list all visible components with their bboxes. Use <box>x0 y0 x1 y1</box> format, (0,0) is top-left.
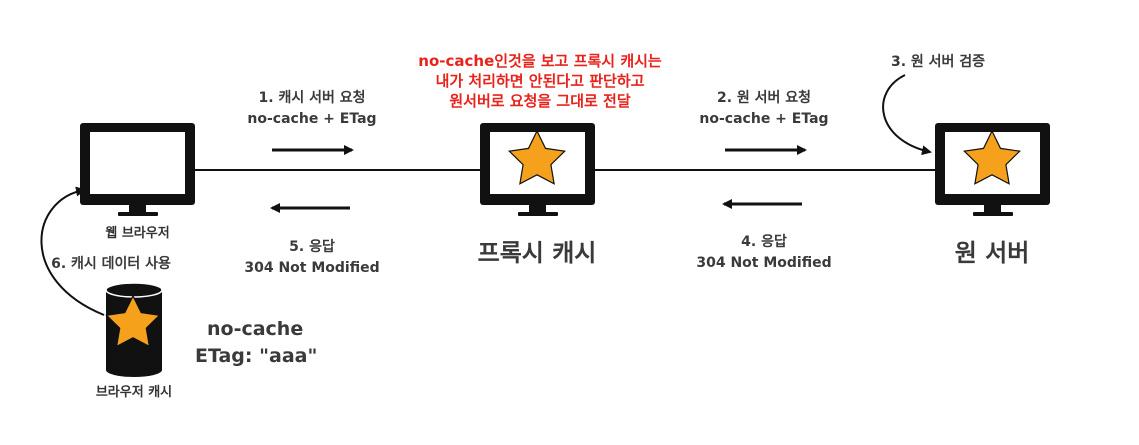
step-2-label: 2. 원 서버 요청 no-cache + ETag <box>684 88 844 130</box>
proxy-label: 프록시 캐시 <box>477 239 597 267</box>
note-line: 원서버로 요청을 그대로 전달 <box>449 92 631 110</box>
star-icon <box>508 129 566 185</box>
step-5-label: 5. 응답 304 Not Modified <box>232 237 392 279</box>
step-detail: 304 Not Modified <box>244 260 380 276</box>
proxy-monitor-icon <box>480 123 595 216</box>
step-detail: no-cache + ETag <box>699 111 829 127</box>
step-1-label: 1. 캐시 서버 요청 no-cache + ETag <box>232 88 392 130</box>
step-title: 4. 응답 <box>741 234 787 250</box>
cache-headers: no-cache ETag: "aaa" <box>195 316 317 370</box>
step-title: 2. 원 서버 요청 <box>716 90 812 106</box>
origin-label: 원 서버 <box>954 239 1030 267</box>
step-title: 1. 캐시 서버 요청 <box>258 90 366 106</box>
step-title: 6. 캐시 데이터 사용 <box>51 256 171 272</box>
star-icon <box>105 294 161 348</box>
step-detail: 304 Not Modified <box>696 255 832 271</box>
arrow-6-use-cache <box>40 186 105 316</box>
step-4-label: 4. 응답 304 Not Modified <box>684 232 844 274</box>
origin-monitor-icon <box>935 123 1050 216</box>
browser-cache-label: 브라우저 캐시 <box>95 385 173 400</box>
step-detail: no-cache + ETag <box>247 111 377 127</box>
step-title: 5. 응답 <box>289 239 335 255</box>
etag-value: ETag: "aaa" <box>195 345 318 367</box>
arrow-3-validate <box>882 74 932 156</box>
step-3-label: 3. 원 서버 검증 <box>878 52 998 73</box>
step-6-label: 6. 캐시 데이터 사용 <box>36 254 186 275</box>
note-line: no-cache인것을 보고 프록시 캐시는 <box>418 52 662 70</box>
browser-cache-cylinder-icon <box>105 282 163 377</box>
browser-monitor-icon <box>80 123 195 216</box>
proxy-note: no-cache인것을 보고 프록시 캐시는 내가 처리하면 안된다고 판단하고… <box>395 51 685 111</box>
cache-control-value: no-cache <box>207 318 304 340</box>
star-icon <box>963 129 1021 185</box>
step-title: 3. 원 서버 검증 <box>890 54 986 70</box>
browser-label: 웹 브라우저 <box>105 226 170 241</box>
note-line: 내가 처리하면 안된다고 판단하고 <box>435 72 645 90</box>
